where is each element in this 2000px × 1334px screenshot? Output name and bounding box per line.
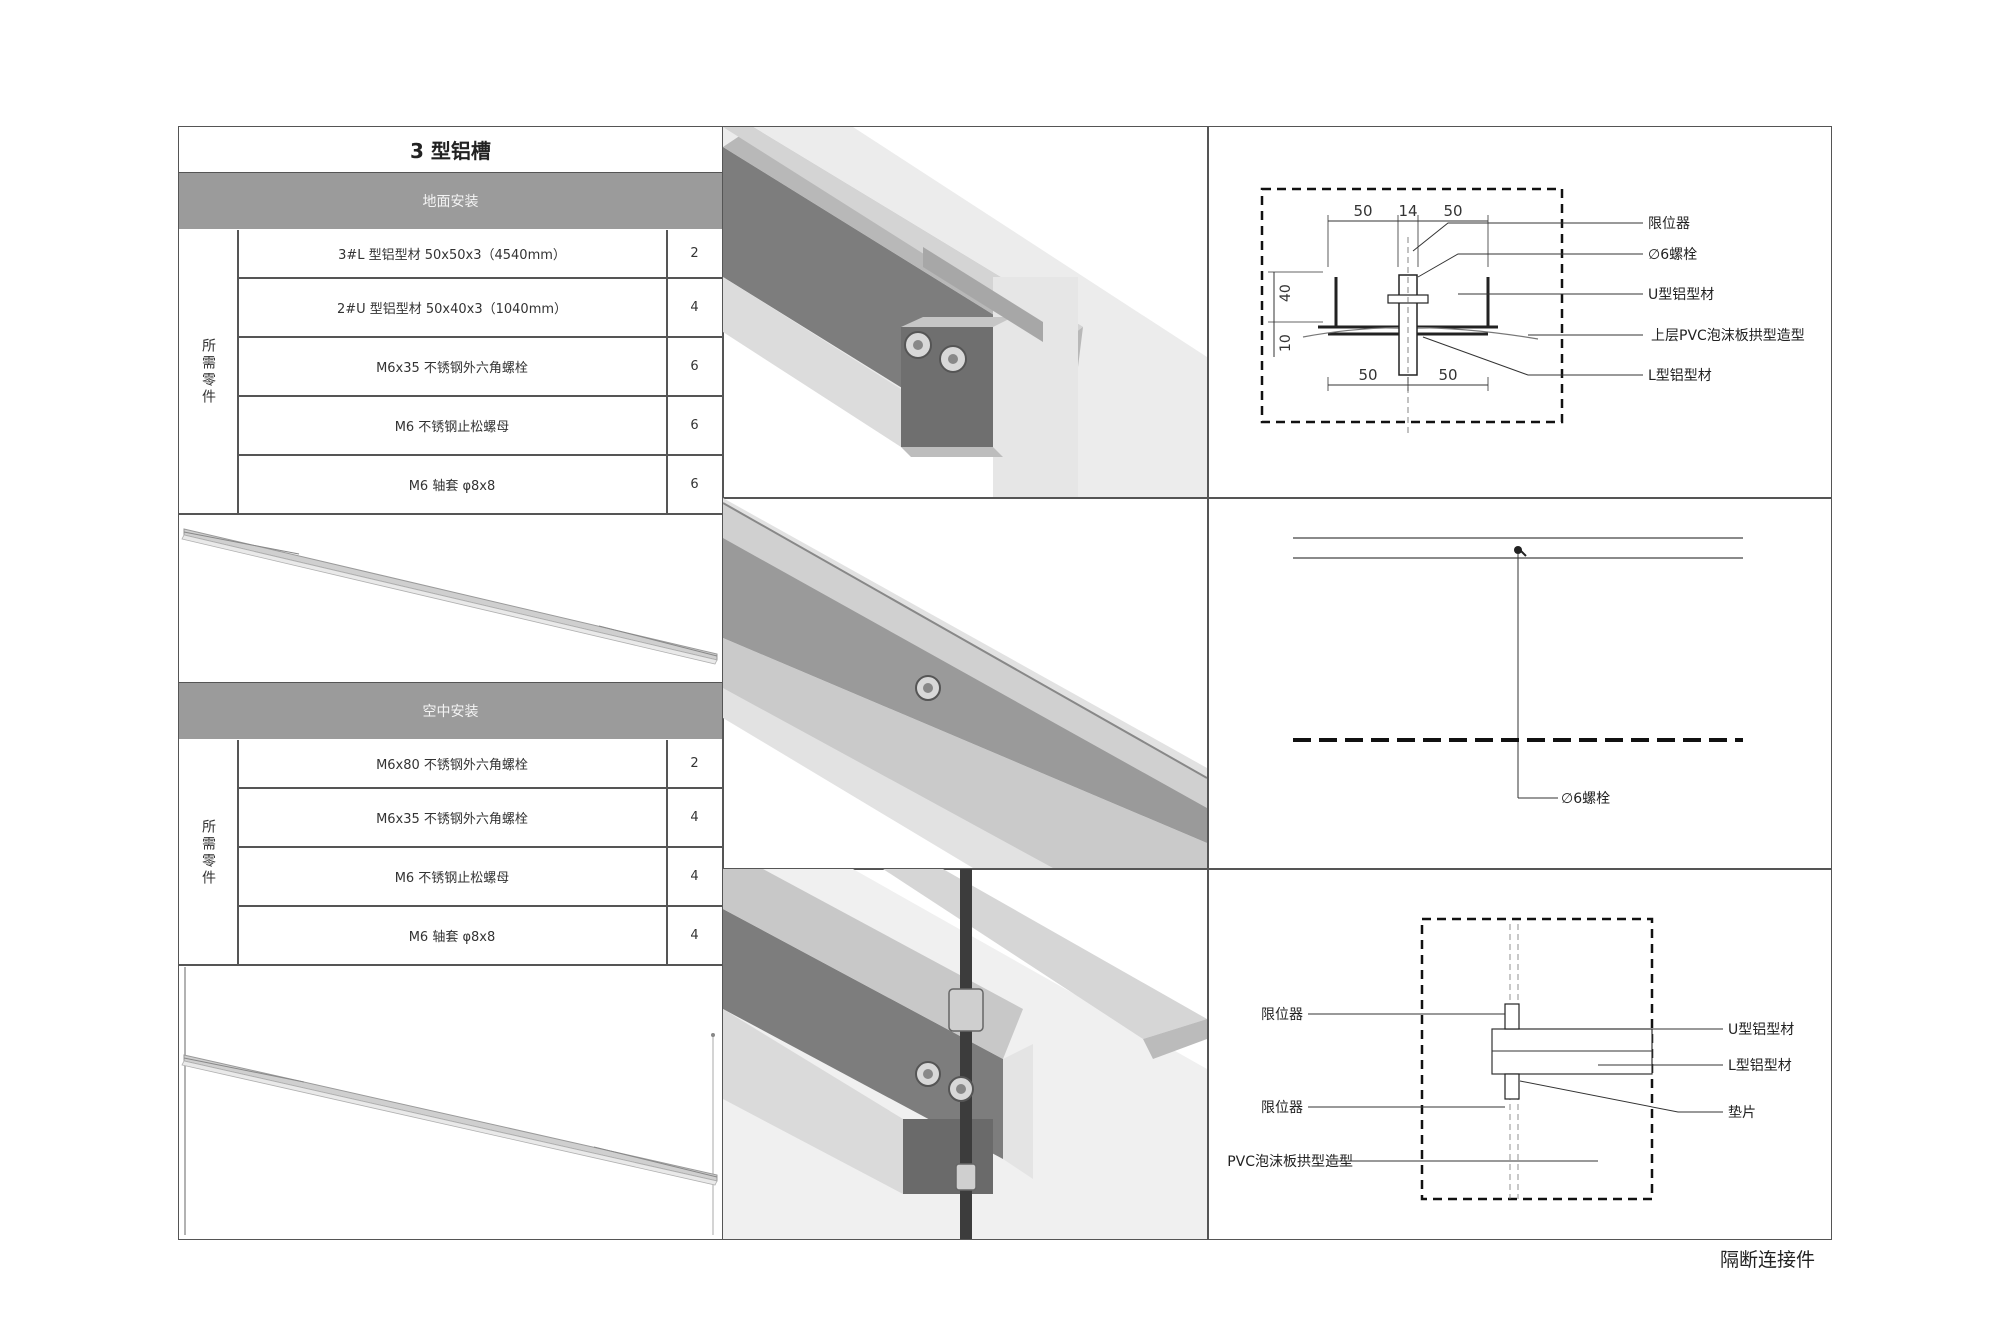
label-shim: 垫片: [1728, 1105, 1756, 1121]
detail-section-top: 50 14 50 40 10 50 50 限位器 ∅6螺栓 U型铝型材 上层PV: [1208, 127, 1831, 497]
label-limiter-lower: 限位器: [1261, 1100, 1303, 1116]
dim-left-40: 40: [1278, 284, 1294, 302]
rail-illustration: [181, 528, 718, 665]
row-divider-1: [722, 497, 1832, 499]
dim-bottom-right: 50: [1438, 366, 1457, 384]
render-bottom-hanger: [723, 869, 1207, 1239]
ground-row-qty: 4: [690, 299, 699, 315]
l-profile-bolt-render: [723, 498, 1207, 868]
ground-row-qty: 6: [690, 476, 699, 492]
air-install-banner: 空中安装: [179, 683, 722, 739]
ground-row-qty: 6: [690, 358, 699, 374]
label-l-profile-bottom: L型铝型材: [1728, 1058, 1792, 1074]
page-title: 3 型铝槽: [410, 139, 491, 163]
ground-row-qty: 2: [690, 246, 699, 261]
detail-section-mid: ∅6螺栓: [1208, 498, 1831, 868]
detail-section-bottom: 限位器 限位器 PVC泡沫板拱型造型 U型铝型材 L型铝型材 垫片: [1208, 869, 1831, 1239]
label-u-profile-bottom: U型铝型材: [1728, 1022, 1794, 1038]
row-line: [237, 787, 722, 789]
column-divider-2: [1207, 126, 1209, 1240]
row-line: [237, 846, 722, 848]
label-pvc-arch-bottom: PVC泡沫板拱型造型: [1227, 1154, 1353, 1170]
section-detail-drawing: 50 14 50 40 10 50 50 限位器 ∅6螺栓 U型铝型材 上层PV: [1260, 187, 1805, 437]
label-limiter: 限位器: [1648, 216, 1690, 232]
suspended-joint-render: [723, 869, 1207, 1239]
air-side-label: 所需零件: [200, 819, 216, 887]
label-bolt: ∅6螺栓: [1648, 247, 1697, 263]
ground-install-banner: 地面安装: [179, 173, 722, 229]
air-rail-image: [179, 965, 722, 1239]
air-row-qty: 4: [690, 809, 699, 825]
ground-side-divider: [237, 230, 239, 513]
ground-qty-divider: [666, 230, 668, 513]
label-limiter-upper: 限位器: [1261, 1007, 1303, 1023]
row-line: [237, 336, 722, 338]
u-channel-joint-render: [723, 127, 1207, 497]
dim-top-mid: 14: [1398, 202, 1417, 220]
row-line: [178, 682, 723, 684]
hanger-elevation-drawing: ∅6螺栓: [1293, 537, 1743, 807]
air-qty-divider: [666, 740, 668, 966]
row-line: [178, 964, 723, 966]
row-line: [237, 277, 722, 279]
air-row-name: M6 轴套 φ8x8: [408, 929, 496, 945]
suspended-rail-illustration: [181, 967, 718, 1235]
ground-rail-image: [179, 514, 722, 682]
ground-row-qty: 6: [690, 417, 699, 433]
air-row-name: M6x80 不锈钢外六角螺栓: [376, 758, 528, 773]
ground-row-name: M6 轴套 φ8x8: [408, 478, 496, 494]
label-pvc-arch: 上层PVC泡沫板拱型造型: [1651, 328, 1805, 344]
air-side-divider: [237, 740, 239, 966]
dim-top-right: 50: [1443, 202, 1462, 220]
row-divider-2: [722, 868, 1832, 870]
air-row-qty: 4: [690, 868, 699, 884]
title-underline: [178, 172, 723, 174]
ground-row-name: 2#U 型铝型材 50x40x3（1040mm）: [336, 301, 568, 317]
row-line: [237, 395, 722, 397]
render-mid-bolt: [723, 498, 1207, 868]
air-row-name: M6 不锈钢止松螺母: [394, 870, 510, 886]
air-row-qty: 2: [690, 756, 699, 771]
plan-detail-drawing: 限位器 限位器 PVC泡沫板拱型造型 U型铝型材 L型铝型材 垫片: [1227, 917, 1794, 1201]
footer-caption: 隔断连接件: [1720, 1249, 1816, 1271]
row-line: [178, 513, 723, 515]
row-line: [237, 905, 722, 907]
ground-row-name: M6x35 不锈钢外六角螺栓: [376, 360, 528, 376]
ground-row-name: M6 不锈钢止松螺母: [394, 419, 510, 435]
row-line: [237, 454, 722, 456]
dim-top-left: 50: [1353, 202, 1372, 220]
label-l-profile: L型铝型材: [1648, 368, 1712, 384]
dim-left-10: 10: [1278, 334, 1294, 352]
air-row-name: M6x35 不锈钢外六角螺栓: [376, 811, 528, 827]
air-row-qty: 4: [690, 927, 699, 943]
dim-bottom-left: 50: [1358, 366, 1377, 384]
render-top-joint: [723, 127, 1207, 497]
ground-row-name: 3#L 型铝型材 50x50x3（4540mm）: [338, 248, 566, 263]
label-bolt-mid: ∅6螺栓: [1561, 791, 1610, 807]
ground-side-label: 所需零件: [200, 337, 216, 406]
label-u-profile: U型铝型材: [1648, 287, 1714, 303]
